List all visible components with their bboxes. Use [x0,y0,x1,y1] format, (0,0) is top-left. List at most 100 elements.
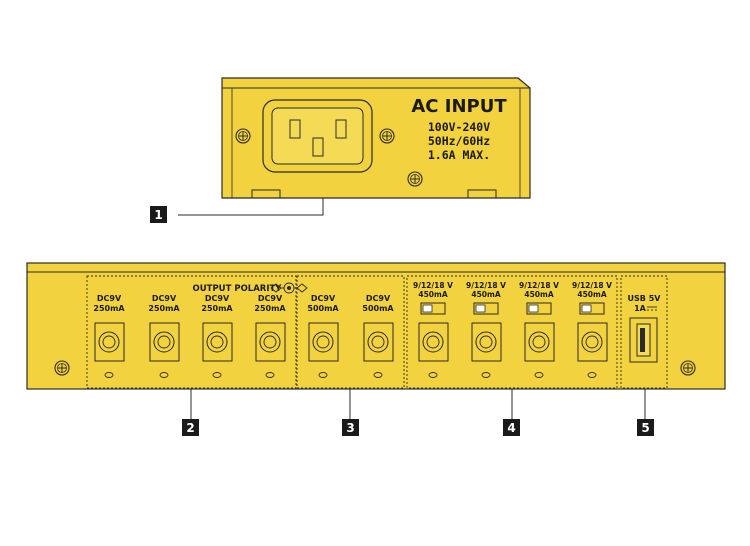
iec-socket-inner [271,107,364,165]
output-voltage-label: 9/12/18 V [466,281,506,290]
output-current-label: 450mA [471,290,500,299]
ac-input-spec-voltage: 100V-240V [428,120,490,134]
led-indicator [428,372,438,378]
dc-jack-inner [210,335,224,349]
output-jack-4-3[interactable]: 9/12/18 V 450mA [519,281,559,378]
ac-unit-foot-right [467,189,497,198]
output-current-label: 450mA [577,290,606,299]
output-voltage-label: 9/12/18 V [413,281,453,290]
output-jack-4-1[interactable]: 9/12/18 V 450mA [413,281,453,378]
dc-jack-ring [422,331,444,353]
usb-tongue [640,328,645,352]
ac-input-title: AC INPUT [411,96,507,117]
dc-jack-inner [371,335,385,349]
dc-jack-inner [157,335,171,349]
dc-jack-ring [367,331,389,353]
voltage-selector-switch[interactable] [526,302,552,315]
output-jack-2-4[interactable]: DC9V 250mA [254,294,286,378]
dc-jack-ring [581,331,603,353]
dc-jack-ring [312,331,334,353]
callout-5-number: 5 [641,421,649,435]
output-current-label: 500mA [362,304,394,313]
callout-1-badge [150,206,167,223]
output-jack-2-2[interactable]: DC9V 250mA [148,294,180,378]
iec-pin-left [289,119,301,139]
output-polarity-label: OUTPUT POLARITY [193,284,283,294]
callout-4: 4 [503,389,520,436]
led-indicator [481,372,491,378]
output-voltage-label: DC9V [258,294,283,303]
ac-input-unit: AC INPUT 100V-240V 50Hz/60Hz 1.6A MAX. [221,77,531,199]
iec-pin-ground [312,137,324,157]
output-voltage-label: DC9V [97,294,122,303]
callout-2-number: 2 [186,421,194,435]
output-current-label: 250mA [201,304,233,313]
output-jack-2-3[interactable]: DC9V 250mA [201,294,233,378]
screw-icon [235,128,251,144]
usb-current-label: 1A [634,304,647,313]
polarity-icon [270,282,308,294]
led-indicator [265,372,275,378]
dc-jack-ring [259,331,281,353]
output-voltage-label: DC9V [205,294,230,303]
dc-jack-inner [532,335,546,349]
output-current-label: 250mA [148,304,180,313]
dc-jack-inner [426,335,440,349]
voltage-selector-switch[interactable] [579,302,605,315]
callout-2: 2 [182,389,199,436]
dc-jack-ring [528,331,550,353]
led-indicator [159,372,169,378]
output-voltage-label: DC9V [152,294,177,303]
screw-icon [680,360,696,376]
output-jack-3-2[interactable]: DC9V 500mA [362,294,394,378]
callout-1: 1 [150,198,324,223]
output-jack-4-2[interactable]: 9/12/18 V 450mA [466,281,506,378]
callout-4-badge [503,419,520,436]
dc-jack-inner [316,335,330,349]
usb-voltage-label: USB 5V [628,294,662,303]
voltage-selector-switch[interactable] [473,302,499,315]
led-indicator [534,372,544,378]
group-5-outline [620,275,668,389]
screw-icon [54,360,70,376]
dc-jack-ring [206,331,228,353]
callout-1-leader [178,198,324,216]
output-voltage-label: DC9V [366,294,391,303]
output-current-label: 250mA [254,304,286,313]
dc-jack-inner [479,335,493,349]
output-current-label: 450mA [418,290,447,299]
usb-port[interactable]: USB 5V 1A [628,294,662,363]
dc-jack-ring [98,331,120,353]
output-current-label: 450mA [524,290,553,299]
group-2-outline [86,275,297,389]
ac-input-spec-current: 1.6A MAX. [428,148,490,162]
iec-power-socket[interactable] [262,99,373,173]
dc-jack-inner [585,335,599,349]
output-current-label: 500mA [307,304,339,313]
output-voltage-label: 9/12/18 V [572,281,612,290]
output-panel-unit: OUTPUT POLARITY DC9V 250mA DC9V 250mA [26,262,726,390]
dc-jack-ring [475,331,497,353]
led-indicator [104,372,114,378]
led-indicator [212,372,222,378]
ac-input-spec-frequency: 50Hz/60Hz [428,134,490,148]
callout-3: 3 [342,389,359,436]
output-voltage-label: DC9V [311,294,336,303]
screw-icon [407,171,423,187]
voltage-selector-switch[interactable] [420,302,446,315]
led-indicator [373,372,383,378]
output-jack-4-4[interactable]: 9/12/18 V 450mA [572,281,612,378]
output-jack-2-1[interactable]: DC9V 250mA [93,294,125,378]
dc-symbol-icon [647,306,657,311]
iec-pin-right [335,119,347,139]
callout-5-badge [637,419,654,436]
callout-3-badge [342,419,359,436]
dc-jack-inner [263,335,277,349]
ac-unit-foot-left [251,189,281,198]
dc-jack-ring [153,331,175,353]
callout-5: 5 [637,389,654,436]
callout-1-number: 1 [154,208,162,222]
callout-2-badge [182,419,199,436]
output-jack-3-1[interactable]: DC9V 500mA [307,294,339,378]
